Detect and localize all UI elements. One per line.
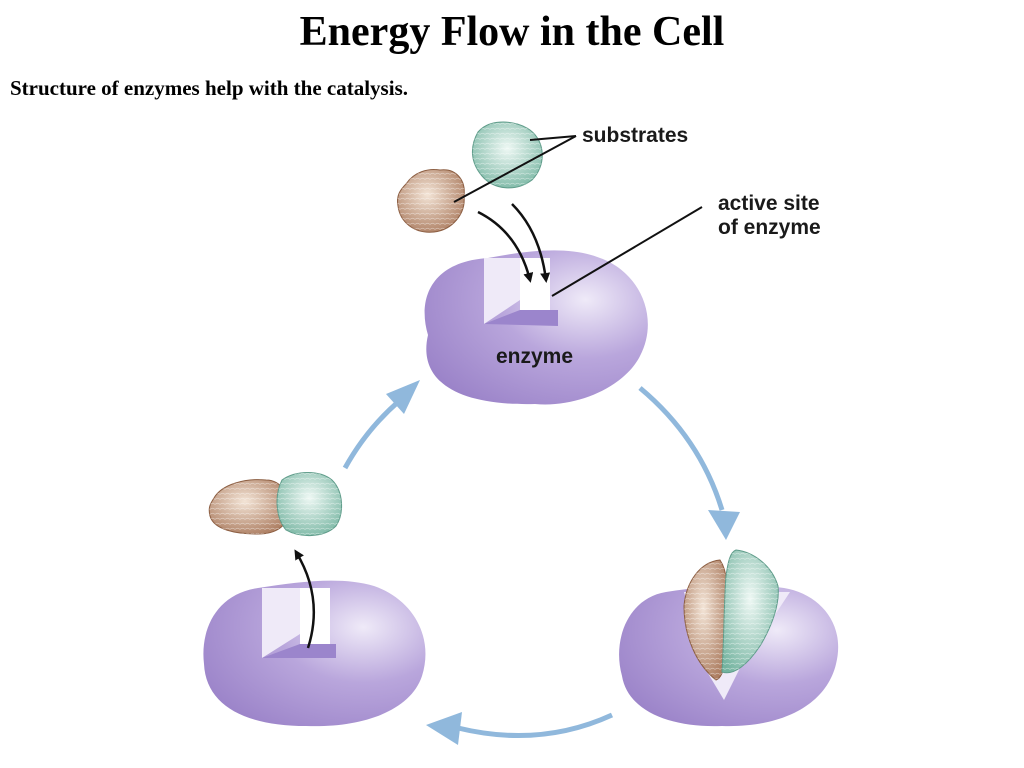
cycle-arrow-bottom xyxy=(426,712,614,745)
slide-title: Energy Flow in the Cell xyxy=(299,9,725,55)
product-brown-part xyxy=(208,479,289,535)
slide-subtitle: Structure of enzymes help with the catal… xyxy=(10,76,408,100)
label-active-site-line1: active site xyxy=(718,192,820,215)
label-enzyme: enzyme xyxy=(496,345,573,368)
pointer-substrates-brown xyxy=(453,135,577,203)
pointer-substrates-green xyxy=(529,135,577,141)
enzyme-substrate-complex xyxy=(619,549,839,727)
entry-arrow-brown xyxy=(477,210,534,283)
enzyme-released xyxy=(203,580,426,727)
substrate-brown xyxy=(397,169,465,233)
pointer-active-site xyxy=(551,206,703,297)
label-active-site-line2: of enzyme xyxy=(718,216,821,239)
release-arrow xyxy=(294,549,316,649)
product xyxy=(208,472,342,536)
entry-arrow-green xyxy=(511,203,551,283)
product-green-part xyxy=(276,472,342,536)
active-site xyxy=(484,258,558,326)
enzyme-free xyxy=(424,250,648,405)
cycle-arrow-right xyxy=(638,386,740,540)
label-substrates: substrates xyxy=(582,124,688,147)
cycle-arrow-left xyxy=(342,380,420,470)
bound-substrate-green xyxy=(721,549,779,674)
substrate-green xyxy=(472,121,543,189)
